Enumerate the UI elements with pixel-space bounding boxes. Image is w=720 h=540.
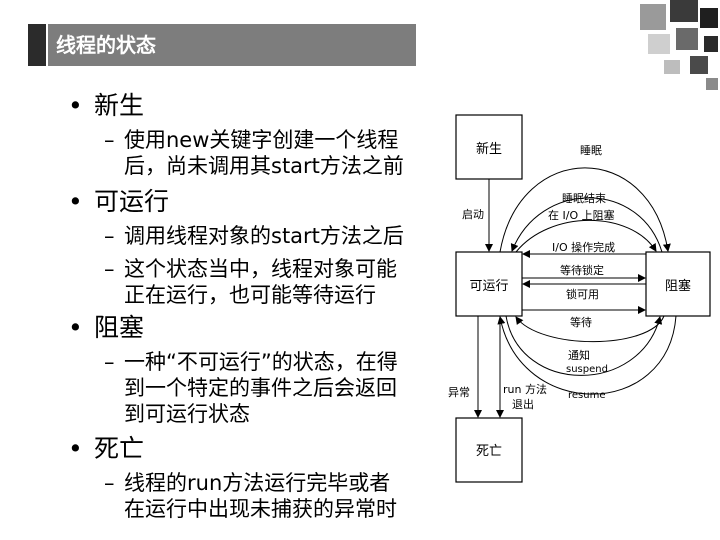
state-dead-box [455,417,523,483]
state-dead-label: 死亡 [476,444,502,459]
state-runnable-label: 可运行 [469,279,508,294]
sub-bullet-blocked-desc: –一种“不可运行”的状态，在得 到一个特定的事件之后会返回 到可运行状态 [104,350,398,426]
label-suspend: suspend [566,364,608,375]
arrow-suspend [505,315,663,376]
label-exception: 异常 [448,386,470,399]
bullet-runnable: •可运行 [68,187,170,216]
sub-bullet-runnable-start: –调用线程对象的start方法之后 [104,224,404,248]
arrow-sleep-end [510,197,663,253]
title-bar [48,24,416,66]
label-lock-available: 锁可用 [566,287,599,301]
label-sleep-end: 睡眠结束 [562,192,606,205]
sub-bullet-dead-desc: –线程的run方法运行完毕或者 在运行中出现未捕获的异常时 [104,471,397,521]
state-blocked-box [645,251,711,317]
sub-bullet-runnable-desc: –这个状态当中，线程对象可能 正在运行，也可能等待运行 [104,257,397,307]
label-io-complete: I/O 操作完成 [552,240,615,254]
state-new-label: 新生 [476,141,502,157]
label-wait-lock: 等待锁定 [560,263,604,277]
bullet-new: •新生 [68,91,145,120]
title-accent-bar [28,24,46,66]
state-runnable-box [455,251,523,317]
label-io-block: 在 I/O 上阻塞 [548,208,615,222]
state-new-box [455,114,523,180]
bullet-dead: •死亡 [68,434,145,463]
arrow-notify [515,315,665,343]
label-run-exit-1: run 方法 [503,382,547,396]
label-sleep: 睡眠 [580,144,602,157]
slide-title: 线程的状态 [56,33,156,57]
arrow-sleep [499,167,671,253]
bullet-blocked: •阻塞 [68,313,145,342]
label-notify: 通知 [568,348,590,362]
label-run-exit-2: 退出 [512,397,534,411]
sub-bullet-new-desc: –使用new关键字创建一个线程 后，尚未调用其start方法之前 [104,128,404,178]
label-resume: resume [568,390,606,401]
arrow-resume [497,315,677,395]
arrow-io-block [515,219,657,253]
label-wait: 等待 [570,315,592,329]
label-start: 启动 [462,208,484,221]
state-blocked-label: 阻塞 [665,278,691,294]
